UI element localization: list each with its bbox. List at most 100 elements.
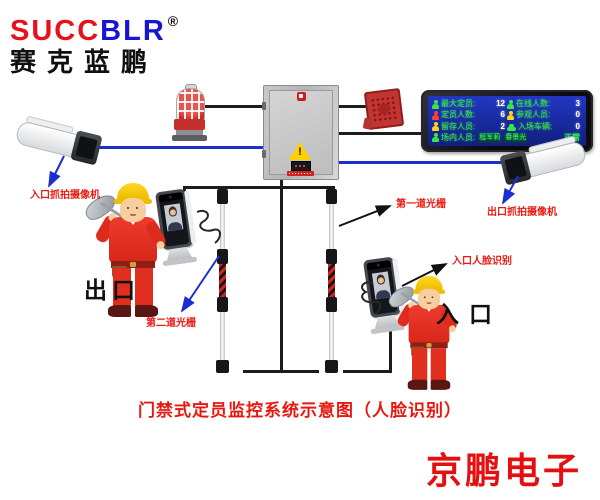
- worker-boot: [407, 379, 428, 390]
- alarm-bracket: [362, 117, 373, 130]
- worker-exit: [81, 183, 173, 321]
- terminal-pole-foot: [343, 370, 392, 373]
- worker-boot: [108, 305, 131, 317]
- person-icon: [432, 122, 439, 132]
- grating-sensor-block: [326, 249, 337, 264]
- grating-sensor-block: [217, 249, 228, 264]
- logo-chinese: 赛克蓝鹏: [10, 48, 159, 78]
- logo-succ: SUCC: [10, 15, 101, 47]
- grating-tube: [220, 204, 225, 249]
- grating-tube: [329, 312, 334, 360]
- person-name-badge: 程军莉: [478, 132, 502, 143]
- grating-sensor-block: [326, 297, 337, 312]
- led-value: 0: [575, 110, 580, 120]
- grating-foot-block: [325, 360, 338, 373]
- terminal-pole: [389, 330, 392, 373]
- led-value: 0: [575, 121, 580, 131]
- label-entrance: 入口: [436, 301, 502, 327]
- led-value: 2: [500, 121, 505, 131]
- control-cabinet: [262, 85, 339, 180]
- brand-logo: SUCCBLR® 赛克蓝鹏: [10, 14, 180, 78]
- worker-boot: [135, 305, 158, 317]
- person-icon: [432, 99, 439, 109]
- light-grating-post-left: [216, 189, 229, 373]
- wire-cabinet-alarm: [337, 105, 370, 108]
- arrow-first-grating: [338, 205, 392, 227]
- light-grating-post-right: [325, 189, 338, 373]
- led-label: 在线人数:: [516, 99, 551, 108]
- worker-leg: [135, 268, 153, 308]
- entrance-capture-camera: [13, 114, 105, 170]
- label-entrance-camera: 入口抓拍摄像机: [30, 190, 100, 201]
- led-row: 最大定员: 12 在线人数: 3: [432, 99, 582, 109]
- beacon-base: [172, 135, 207, 141]
- person-icon: [507, 99, 514, 109]
- alarm-grille: [369, 93, 399, 125]
- alarm-beacon: [172, 84, 208, 142]
- led-value: 6: [500, 110, 505, 120]
- label-exit-camera: 出口抓拍摄像机: [487, 207, 557, 218]
- center-pole: [280, 177, 283, 373]
- grating-sensor-block: [217, 189, 228, 204]
- label-first-grating: 第一道光栅: [396, 199, 446, 210]
- worker-belt: [111, 261, 155, 268]
- grating-tube: [220, 312, 225, 360]
- grating-striped-segment: [219, 264, 226, 297]
- camera-lens: [504, 155, 527, 180]
- led-value: 3: [575, 99, 580, 108]
- diagram-caption: 门禁式定员监控系统示意图（人脸识别）: [138, 401, 462, 420]
- cabinet-hinge: [262, 150, 266, 158]
- worker-face: [417, 288, 441, 310]
- led-screen: 最大定员:12 在线人数:3 定员人数:6 参观人员:0 留存人员:2 入场车辆…: [428, 96, 586, 146]
- led-row: 留存人员: 2 入场车辆: 0: [432, 122, 582, 132]
- led-label: 场内人员:: [441, 132, 476, 142]
- person-icon: [432, 110, 439, 120]
- label-exit: 出口: [84, 277, 140, 303]
- camera-lens: [75, 135, 98, 160]
- wire-beacon-cabinet: [205, 105, 265, 108]
- logo-blr: BLR: [100, 15, 166, 47]
- grating-foot-block: [216, 360, 229, 373]
- logo-wordmark: SUCCBLR®: [10, 14, 180, 46]
- cabinet-display: [291, 161, 311, 171]
- beacon-body: [174, 119, 205, 130]
- alarm-sounder: [362, 87, 405, 131]
- cabinet-door: [269, 90, 333, 175]
- camera-hood: [70, 130, 103, 166]
- led-row: 定员人数:6 参观人员:0: [432, 110, 582, 120]
- led-label: 入场车辆:: [518, 121, 553, 131]
- grating-striped-segment: [328, 264, 335, 297]
- led-label: 留存人员:: [441, 121, 476, 131]
- gate-top-rail: [183, 186, 335, 189]
- face-head: [376, 273, 386, 285]
- wire-exit-camera: [337, 161, 512, 164]
- led-label: 参观人员:: [516, 110, 551, 120]
- wire-cabinet-display: [337, 132, 425, 135]
- person-icon: [507, 110, 514, 120]
- label-entrance-face-recognition: 入口人脸识别: [452, 256, 512, 267]
- led-label: 最大定员:: [441, 99, 476, 108]
- registered-mark: ®: [167, 13, 181, 29]
- cabinet-logo-mark: [297, 92, 306, 101]
- company-watermark: 京鹏电子: [426, 450, 583, 491]
- car-icon: [507, 123, 516, 131]
- center-pole-foot: [243, 370, 319, 373]
- arrow-second-grating: [180, 255, 220, 313]
- grating-sensor-block: [217, 297, 228, 312]
- face-photo: [371, 271, 392, 300]
- cabinet-hinge: [262, 102, 266, 110]
- person-name-badge: 春景光: [504, 132, 528, 143]
- led-value: 12: [496, 99, 505, 108]
- worker-face: [120, 198, 146, 222]
- worker-entrance: [385, 276, 463, 393]
- wire-entrance-camera: [88, 146, 263, 149]
- beacon-dome: [176, 88, 205, 122]
- worker-leg: [113, 268, 131, 308]
- worker-belt: [410, 342, 448, 349]
- worker-boot: [430, 379, 451, 390]
- terminal-camera-bar: [366, 259, 392, 271]
- label-second-grating: 第二道光栅: [146, 318, 196, 329]
- cabinet-label-strip: [287, 171, 314, 176]
- worker-leg: [430, 348, 446, 383]
